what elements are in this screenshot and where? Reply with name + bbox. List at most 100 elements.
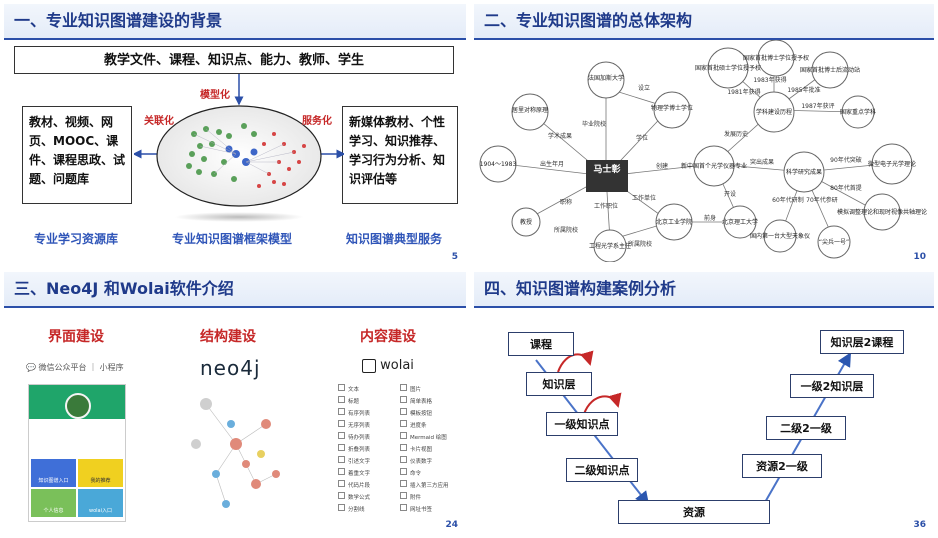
edge-label: 1983年获得 xyxy=(753,76,786,84)
caption-framework-model: 专业知识图谱框架模型 xyxy=(172,232,293,246)
block-icon xyxy=(400,432,407,439)
wolai-menu-item[interactable]: Mermaid 绘图 xyxy=(400,432,449,444)
block-icon xyxy=(338,432,345,439)
center-node-label: 马士彰 xyxy=(593,163,620,175)
wolai-menu-item[interactable]: 折叠列表 xyxy=(338,444,370,456)
tile-wolai[interactable]: wolai入口 xyxy=(78,489,123,517)
wolai-menu-item[interactable]: 命令 xyxy=(400,468,449,480)
label-modeling: 模型化 xyxy=(200,90,230,101)
block-icon xyxy=(400,420,407,427)
col-title-interface: 界面建设 xyxy=(48,329,104,345)
edge-label: 前身 xyxy=(704,214,716,222)
wolai-menu-item[interactable]: 无序列表 xyxy=(338,420,370,432)
v-model-arrows xyxy=(535,350,851,506)
node-xingzhong: 新中国首个光学仪器专业 xyxy=(681,162,747,170)
label-service: 服务化 xyxy=(302,116,332,127)
edge-label: 学位 xyxy=(636,134,648,142)
node-layer-to-course: 知识层2课程 xyxy=(820,330,904,354)
node-resource-to-level1: 资源2一级 xyxy=(742,454,822,478)
emblem-icon xyxy=(65,393,91,419)
wolai-menu-item[interactable]: 着重文字 xyxy=(338,468,370,480)
phone-mockup: 知识图谱入口 我的推荐 个人信息 wolai入口 xyxy=(28,384,126,522)
block-icon xyxy=(338,504,345,511)
node-zhongdian: 国家重点学科 xyxy=(840,108,876,116)
block-icon xyxy=(338,492,345,499)
wolai-menu-item[interactable]: 分割线 xyxy=(338,504,370,516)
wolai-menu-item[interactable]: 简单表格 xyxy=(400,396,449,408)
edge-label: 90年代突破 xyxy=(830,156,862,164)
block-icon xyxy=(400,396,407,403)
block-icon xyxy=(338,420,345,427)
left-box: 教材、视频、网页、MOOC、课件、课程思政、试题、问题库 xyxy=(22,106,132,204)
slide-background: 一、专业知识图谱建设的背景 教学文件、课程、知识点、能力、教师、学生 教材、视频… xyxy=(4,4,466,266)
wolai-menu-item[interactable]: 插入第三方应用 xyxy=(400,480,449,492)
wolai-menu-item[interactable]: 进度条 xyxy=(400,420,449,432)
node-shoupi-bs: 国家首批博士学位授予权 xyxy=(743,54,809,62)
block-icon xyxy=(400,468,407,475)
wolai-menu-item[interactable]: 引述文字 xyxy=(338,456,370,468)
edge-label: 发展历史 xyxy=(724,130,748,138)
node-jiaoshou: 教授 xyxy=(520,218,532,226)
col-title-content: 内容建设 xyxy=(360,329,416,345)
neo4j-logo: neo4j xyxy=(200,356,261,380)
edge-label: 80年代首提 xyxy=(830,184,862,192)
wolai-menu-item[interactable]: 网址书签 xyxy=(400,504,449,516)
edge-label: 工作单位 xyxy=(632,194,656,202)
wolai-menu-item[interactable]: 待办列表 xyxy=(338,432,370,444)
wolai-icon xyxy=(362,358,376,373)
node-moxing: 模拟调整理论和现时视像共轴理论 xyxy=(837,208,927,216)
wolai-logo: wolai xyxy=(362,358,414,373)
block-icon xyxy=(400,444,407,451)
wolai-menu-item[interactable]: 标题 xyxy=(338,396,370,408)
wolai-menu-item[interactable]: 有序列表 xyxy=(338,408,370,420)
block-icon xyxy=(400,384,407,391)
node-knowledge-layer: 知识层 xyxy=(526,372,592,396)
edge-label: 60年代研制 xyxy=(772,196,804,204)
edge-label: 毕业院校 xyxy=(582,120,606,128)
slide-title: 一、专业知识图谱建设的背景 xyxy=(4,4,466,40)
slide-title: 二、专业知识图谱的总体架构 xyxy=(474,4,934,40)
wechat-icon: 💬 xyxy=(26,363,39,372)
edge-label: 开设 xyxy=(724,190,736,198)
node-weiguang: 微型电子光学理论 xyxy=(868,160,916,168)
node-juli: 居里对称原理 xyxy=(512,106,548,114)
block-icon xyxy=(400,480,407,487)
edge-label: 70年代参研 xyxy=(806,196,838,204)
node-level1-to-layer: 一级2知识层 xyxy=(790,374,874,398)
wolai-menu-item[interactable]: 代码片段 xyxy=(338,480,370,492)
node-level1-point: 一级知识点 xyxy=(546,412,618,436)
edge-label: 出生年月 xyxy=(540,160,564,168)
top-box: 教学文件、课程、知识点、能力、教师、学生 xyxy=(14,46,454,74)
label-association: 关联化 xyxy=(144,116,174,127)
block-icon xyxy=(338,456,345,463)
node-fadian: 法国加斯大学 xyxy=(588,74,624,82)
phone-header xyxy=(29,385,125,419)
architecture-graph: 马士彰 法国加斯大学 物理学博士学位 居里对称原理 1904～1983 教授 工… xyxy=(479,40,927,262)
ellipse-shadow xyxy=(174,212,304,222)
wolai-menu-item[interactable]: 仪表数字 xyxy=(400,456,449,468)
tile-recommend[interactable]: 我的推荐 xyxy=(78,459,123,487)
wolai-menu-item[interactable]: 数学公式 xyxy=(338,492,370,504)
node-beigong: 北京工业学院 xyxy=(656,218,692,226)
node-xueke: 学科建设历程 xyxy=(756,108,792,116)
block-icon xyxy=(338,444,345,451)
tile-profile[interactable]: 个人信息 xyxy=(31,489,76,517)
wolai-menu-item[interactable]: 图片 xyxy=(400,384,449,396)
portrait-photo xyxy=(586,160,628,192)
node-fadian xyxy=(587,61,625,99)
slide-title: 四、知识图谱构建案例分析 xyxy=(474,272,934,308)
node-level2-to-level1: 二级2一级 xyxy=(766,416,846,440)
node-years: 1904～1983 xyxy=(480,161,517,168)
node-physics: 物理学博士学位 xyxy=(651,104,693,112)
wolai-menu-item[interactable]: 附件 xyxy=(400,492,449,504)
wolai-menu-left: 文本标题有序列表无序列表待办列表折叠列表引述文字着重文字代码片段数学公式分割线 xyxy=(338,384,370,516)
block-icon xyxy=(338,408,345,415)
wolai-menu-item[interactable]: 卡片视图 xyxy=(400,444,449,456)
tile-knowledge-graph[interactable]: 知识图谱入口 xyxy=(31,459,76,487)
slide-background: 三、Neo4J 和Wolai软件介绍 界面建设 结构建设 内容建设 💬 微信公众… xyxy=(4,272,466,534)
wolai-menu-item[interactable]: 文本 xyxy=(338,384,370,396)
edge-label: 所属院校 xyxy=(628,240,652,248)
block-icon xyxy=(400,492,407,499)
node-level2-point: 二级知识点 xyxy=(566,458,638,482)
wolai-menu-item[interactable]: 模板按钮 xyxy=(400,408,449,420)
